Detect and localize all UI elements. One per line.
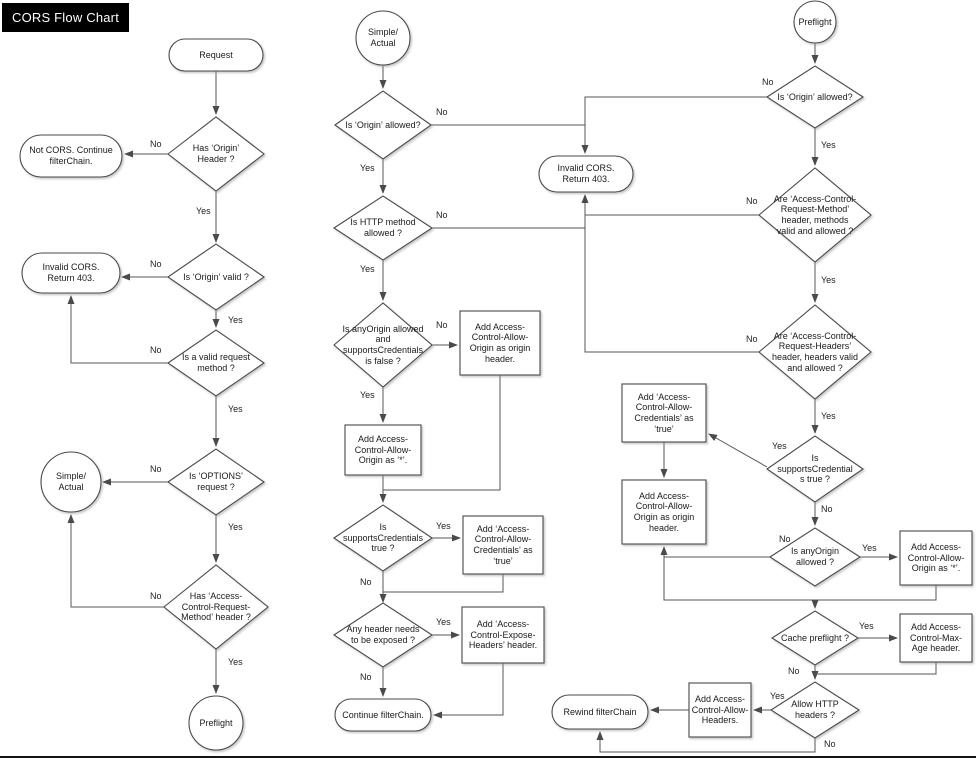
page-title: CORS Flow Chart bbox=[2, 3, 130, 32]
shapes bbox=[19, 0, 973, 751]
shape-is-anyorigin-allowed bbox=[768, 527, 862, 587]
connector bbox=[815, 585, 937, 601]
shape-is-origin-allowed-2 bbox=[765, 65, 865, 129]
connector bbox=[663, 557, 815, 601]
shape-any-header-exposed bbox=[332, 602, 434, 668]
shape-simple-actual-2 bbox=[355, 10, 411, 66]
shape-add-acao-star-1 bbox=[344, 424, 422, 476]
shape-cache-preflight bbox=[770, 610, 860, 666]
shape-invalid-cors-2 bbox=[538, 155, 634, 193]
shape-add-acao-origin-2 bbox=[621, 479, 707, 545]
shape-not-cors bbox=[19, 134, 123, 178]
shape-request bbox=[168, 38, 264, 72]
shape-add-acah bbox=[688, 682, 752, 738]
connector bbox=[383, 375, 501, 491]
connector bbox=[433, 663, 504, 719]
shape-is-valid-request-method bbox=[167, 329, 265, 397]
connector bbox=[581, 194, 759, 353]
shape-add-aceh bbox=[461, 606, 545, 664]
shape-invalid-cors-1 bbox=[21, 252, 121, 294]
shape-is-origin-valid bbox=[167, 243, 265, 311]
shape-add-acao-origin-1 bbox=[459, 310, 541, 376]
shape-preflight-2 bbox=[793, 0, 837, 44]
shape-is-anyorigin-and-credfalse bbox=[333, 302, 433, 388]
connector bbox=[596, 731, 816, 753]
shape-are-acrh-allowed bbox=[758, 304, 872, 400]
connector bbox=[67, 514, 164, 608]
connectors bbox=[67, 43, 937, 753]
shape-simple-actual-1 bbox=[40, 451, 102, 513]
connector bbox=[383, 574, 504, 593]
shape-is-supports-cred-2 bbox=[766, 435, 864, 503]
shape-allow-http-headers bbox=[769, 681, 861, 739]
connector bbox=[815, 662, 937, 675]
shape-continue-filterchain bbox=[334, 698, 432, 732]
shape-are-acrm-allowed bbox=[758, 167, 872, 263]
shape-rewind-filterchain bbox=[551, 694, 649, 730]
connector bbox=[660, 546, 770, 558]
shape-is-http-method-allowed bbox=[332, 195, 434, 261]
shape-has-acrm-header bbox=[163, 564, 269, 650]
connector bbox=[67, 295, 168, 364]
shape-add-acac-true-1 bbox=[462, 515, 544, 575]
shape-add-max-age bbox=[899, 613, 973, 663]
shape-add-acac-true-2 bbox=[621, 383, 707, 443]
shape-is-origin-allowed-1 bbox=[334, 90, 432, 160]
shape-is-options-request bbox=[167, 448, 265, 516]
shape-add-acao-star-2 bbox=[899, 530, 973, 586]
shape-is-supports-cred-1 bbox=[333, 504, 433, 572]
shape-preflight-1 bbox=[188, 695, 244, 751]
connector bbox=[581, 96, 767, 154]
shape-has-origin-header bbox=[167, 116, 265, 192]
connector bbox=[708, 433, 768, 468]
